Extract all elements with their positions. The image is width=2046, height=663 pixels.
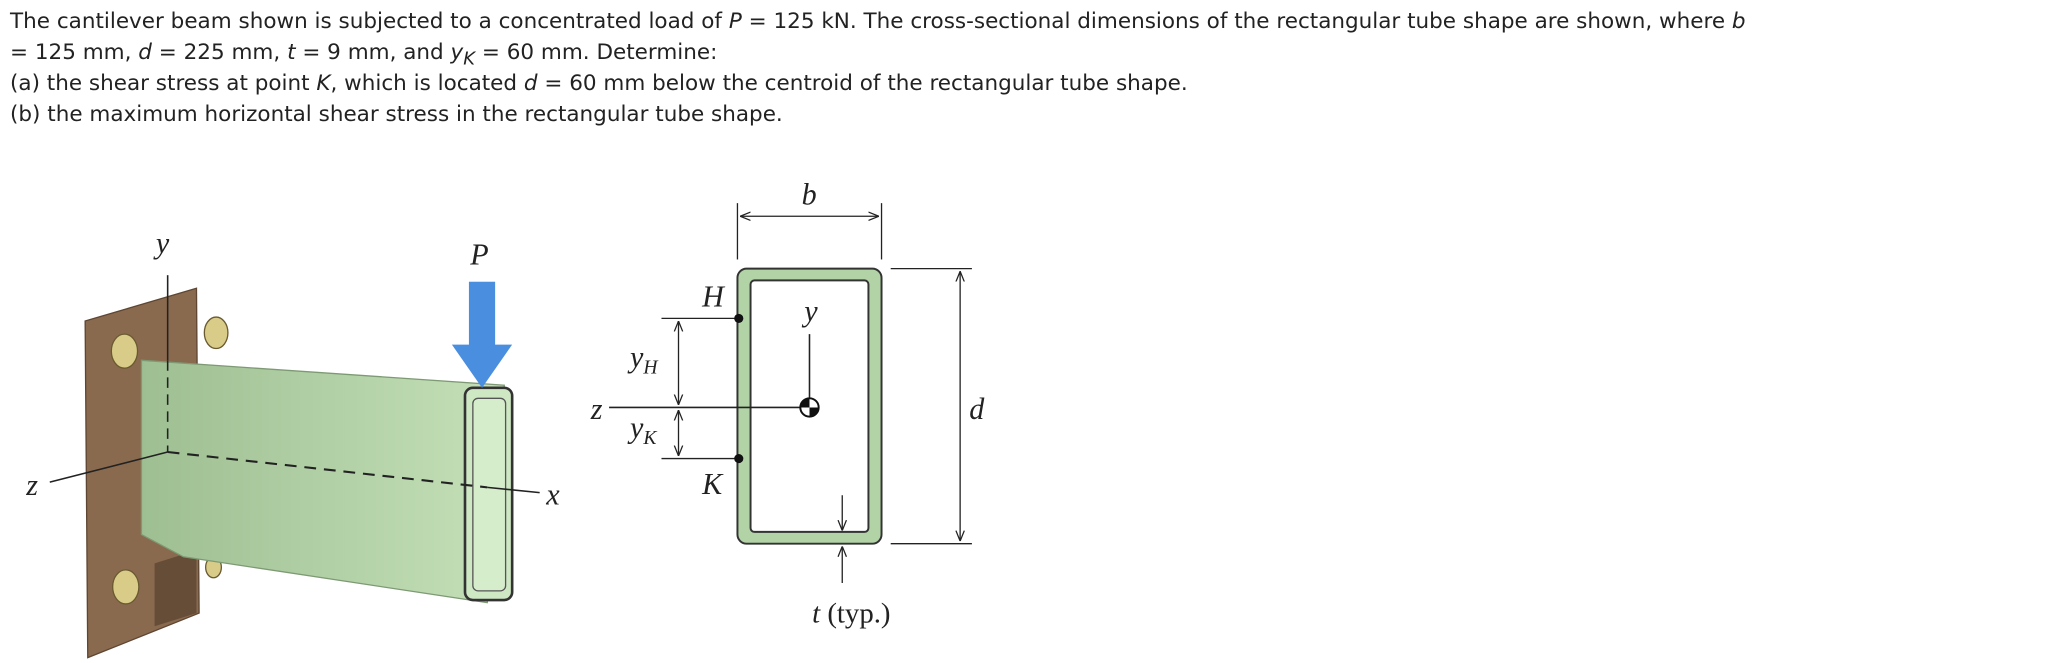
svg-text:z: z xyxy=(590,392,603,426)
svg-text:yK: yK xyxy=(627,411,657,450)
svg-text:z: z xyxy=(25,468,38,502)
svg-text:P: P xyxy=(469,238,488,272)
svg-text:H: H xyxy=(701,280,726,314)
problem-line-2: = 125 mm, d = 225 mm, t = 9 mm, and yK =… xyxy=(10,40,718,70)
svg-text:yH: yH xyxy=(627,340,659,379)
beam-body xyxy=(140,359,506,604)
centroid-icon xyxy=(799,397,820,418)
problem-part-b: (b) the maximum horizontal shear stress … xyxy=(10,102,783,127)
svg-text:b: b xyxy=(802,177,817,211)
svg-text:t (typ.): t (typ.) xyxy=(812,597,890,629)
point-H xyxy=(734,313,744,323)
bolt-icons xyxy=(110,316,229,605)
point-K xyxy=(734,453,744,464)
svg-text:d: d xyxy=(969,392,985,426)
svg-text:x: x xyxy=(545,477,560,511)
cross-section-drawing: b d H K yH yK z y t (typ.) xyxy=(590,177,986,629)
svg-text:K: K xyxy=(701,467,724,501)
svg-text:y: y xyxy=(153,226,170,260)
problem-line-1: The cantilever beam shown is subjected t… xyxy=(10,9,1746,34)
load-arrow-icon xyxy=(451,281,513,388)
svg-text:y: y xyxy=(801,294,818,328)
cantilever-beam-drawing: y z x P xyxy=(25,226,560,659)
problem-statement: The cantilever beam shown is subjected t… xyxy=(10,6,1746,130)
problem-part-a: (a) the shear stress at point K, which i… xyxy=(10,71,1188,96)
